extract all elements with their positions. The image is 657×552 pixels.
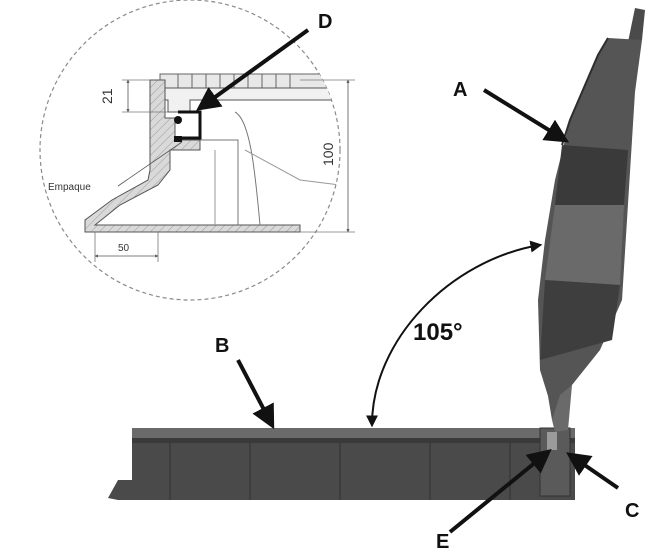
dim-21-label: 21 [99, 88, 115, 104]
callout-label-d: D [318, 11, 332, 33]
dimension-21: 21 [99, 79, 168, 113]
detail-section-view: 21 100 50 Empaque [39, 0, 355, 301]
hinge-pin [547, 432, 557, 450]
dim-100-label: 100 [320, 142, 336, 166]
callout-label-b: B [215, 335, 229, 357]
dimension-50: 50 [94, 232, 159, 262]
gasket-channel [178, 110, 202, 140]
gasket-label: Empaque [48, 182, 91, 193]
lid-grid-strip [159, 73, 340, 89]
opening-angle-arc [366, 240, 543, 428]
callout-label-a: A [453, 79, 467, 101]
gasket-leader-line [117, 141, 183, 187]
gasket-bead-bottom [174, 136, 182, 142]
gasket-bead-top [174, 116, 182, 124]
dimension-100: 100 [300, 79, 355, 233]
frame-shape [108, 428, 575, 500]
frame-body [108, 427, 575, 500]
callout-arrow-b [236, 359, 275, 430]
callout-arrow-d [196, 28, 310, 111]
lid-body [538, 8, 645, 432]
opening-angle-label: 105° [413, 319, 463, 346]
callout-arrow-a [482, 88, 570, 143]
callout-arrow-e [448, 448, 552, 534]
callout-arrow-c [566, 452, 620, 490]
dim-50-label: 50 [118, 243, 130, 254]
callout-label-c: C [625, 500, 639, 522]
callout-label-e: E [436, 531, 449, 552]
